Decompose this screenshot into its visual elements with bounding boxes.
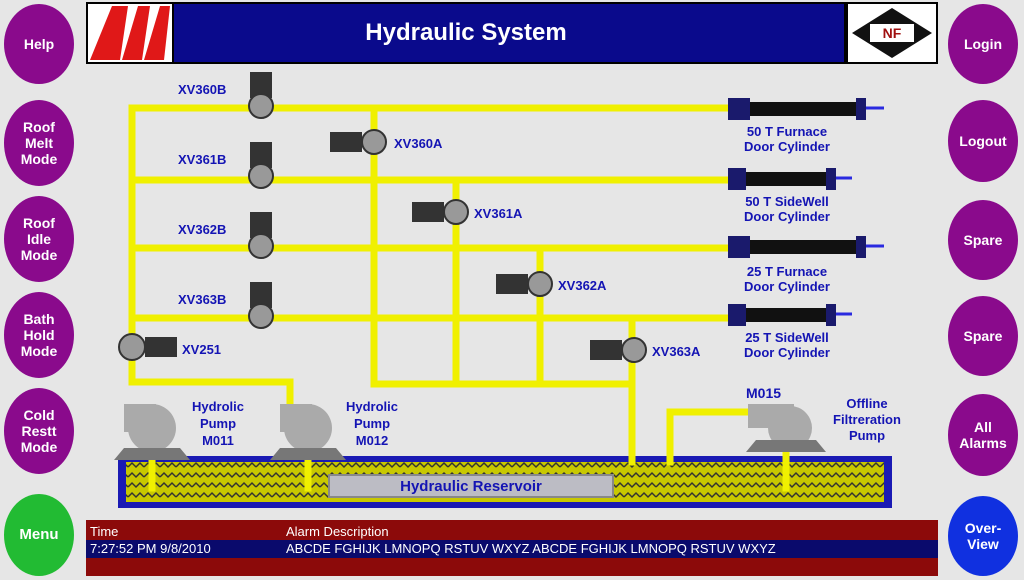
pump-m011-icon[interactable]	[114, 404, 190, 460]
valve-xv363a-icon[interactable]	[590, 337, 647, 363]
logout-button[interactable]: Logout	[948, 100, 1018, 182]
valve-xv361a-label: XV361A	[474, 206, 523, 221]
valve-xv361b-label: XV361B	[178, 152, 227, 167]
valve-xv360a-icon[interactable]	[330, 129, 387, 155]
reservoir-label: Hydraulic Reservoir	[328, 474, 614, 498]
cylinder-4	[728, 304, 852, 326]
pump-m011-label: Hydrolic Pump M011	[191, 399, 244, 448]
cylinder-3	[728, 236, 884, 258]
pump-m012-label: Hydrolic Pump M012	[345, 399, 398, 448]
roof-melt-mode-button[interactable]: Roof Melt Mode	[4, 100, 74, 186]
valve-xv362a-icon[interactable]	[496, 271, 553, 297]
page-title: Hydraulic System	[86, 2, 846, 64]
pump-m015-label: Offline Filtreration Pump	[833, 396, 901, 443]
valve-xv360a-label: XV360A	[394, 136, 443, 151]
cylinder-3-label: 25 T Furnace Door Cylinder	[744, 264, 830, 294]
cylinder-1-label: 50 T Furnace Door Cylinder	[744, 124, 830, 154]
valve-xv361a-icon[interactable]	[412, 199, 469, 225]
cylinder-1	[728, 98, 884, 120]
valve-xv363b-icon[interactable]	[248, 282, 274, 329]
valve-xv363b-label: XV363B	[178, 292, 227, 307]
pump-m015-icon[interactable]	[746, 404, 826, 452]
alarm-description-value: ABCDE FGHIJK LMNOPQ RSTUV WXYZ ABCDE FGH…	[286, 541, 776, 556]
roof-idle-mode-button[interactable]: Roof Idle Mode	[4, 196, 74, 282]
all-alarms-button[interactable]: All Alarms	[948, 394, 1018, 476]
company-logo-right: NF	[846, 2, 938, 64]
overview-button[interactable]: Over- View	[948, 496, 1018, 576]
alarm-row[interactable]: 7:27:52 PM 9/8/2010 ABCDE FGHIJK LMNOPQ …	[86, 540, 938, 558]
menu-button[interactable]: Menu	[4, 494, 74, 576]
valve-xv251-icon[interactable]	[118, 333, 177, 361]
valve-xv363a-label: XV363A	[652, 344, 701, 359]
valve-xv251-label: XV251	[182, 342, 222, 357]
cylinder-2-label: 50 T SideWell Door Cylinder	[744, 194, 830, 224]
bath-hold-mode-button[interactable]: Bath Hold Mode	[4, 292, 74, 378]
valve-xv360b-label: XV360B	[178, 82, 227, 97]
help-button[interactable]: Help	[4, 4, 74, 84]
pump-m012-icon[interactable]	[270, 404, 346, 460]
page-title-text: Hydraulic System	[365, 19, 567, 46]
nf-logo-icon: NF	[852, 8, 932, 58]
valve-xv362b-icon[interactable]	[248, 212, 274, 259]
valve-xv362a-label: XV362A	[558, 278, 607, 293]
valve-xv361b-icon[interactable]	[248, 142, 274, 189]
spare-button-2[interactable]: Spare	[948, 296, 1018, 376]
cylinder-4-label: 25 T SideWell Door Cylinder	[744, 330, 830, 360]
cold-restart-mode-button[interactable]: Cold Restt Mode	[4, 388, 74, 474]
login-button[interactable]: Login	[948, 4, 1018, 84]
svg-text:NF: NF	[883, 25, 902, 41]
alarm-time-value: 7:27:52 PM 9/8/2010	[90, 541, 211, 556]
pump-m015-id-label: M015	[746, 385, 782, 401]
alarm-time-header: Time	[90, 524, 119, 539]
valve-xv362b-label: XV362B	[178, 222, 227, 237]
company-logo-left	[86, 2, 174, 64]
m-logo-icon	[90, 6, 170, 60]
alarm-banner[interactable]: Time Alarm Description 7:27:52 PM 9/8/20…	[86, 520, 938, 576]
alarm-description-header: Alarm Description	[286, 524, 389, 539]
spare-button-1[interactable]: Spare	[948, 200, 1018, 280]
cylinder-2	[728, 168, 852, 190]
valve-xv360b-icon[interactable]	[248, 72, 274, 119]
reservoir-label-text: Hydraulic Reservoir	[400, 477, 542, 495]
